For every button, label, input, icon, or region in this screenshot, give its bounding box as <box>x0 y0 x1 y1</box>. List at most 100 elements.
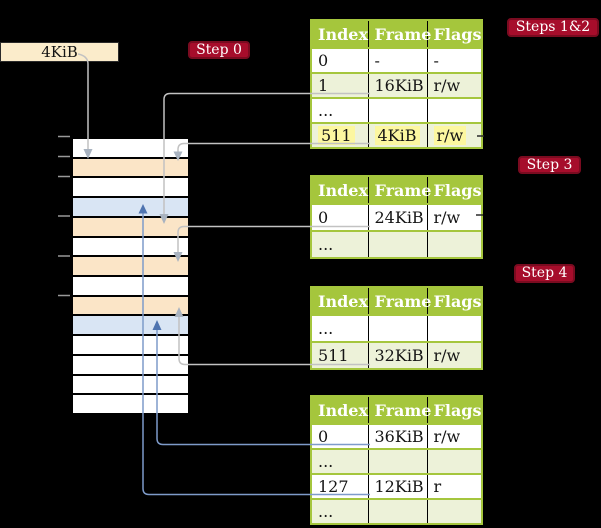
table-cell-text: r/w <box>433 346 461 365</box>
table-cell <box>426 315 482 342</box>
table-cell <box>426 231 482 258</box>
table-cell-text: ... <box>318 502 334 521</box>
table-cell-text: 32KiB <box>374 346 424 365</box>
memory-tick-marks <box>58 135 70 297</box>
table-cell: r/w <box>426 424 482 449</box>
table-cell-text: 0 <box>318 427 329 446</box>
page-table-step4: Index Frame Flags ... 511 32KiB r/w <box>310 286 483 370</box>
table-cell-text: - <box>374 51 380 70</box>
table-cell <box>426 449 482 474</box>
table-cell: 511 <box>311 342 368 369</box>
table-header-row: Index Frame Flags <box>311 287 482 315</box>
table-cell: r <box>426 474 482 499</box>
table-cell: r/w <box>426 123 482 148</box>
memory-frame-row-white <box>73 139 188 159</box>
physical-memory-column <box>71 137 190 415</box>
memory-frame-row-white <box>73 277 188 297</box>
table-cell: 511 <box>311 123 368 148</box>
table-cell: r/w <box>426 204 482 231</box>
table-cell-text: 24KiB <box>374 208 424 227</box>
memory-frame-row-white <box>73 237 188 258</box>
table-cell-text: r/w <box>433 427 461 446</box>
memory-frame-row-peach <box>73 296 188 317</box>
table-cell: 24KiB <box>367 204 427 231</box>
table-row: 0-- <box>311 48 482 73</box>
table-cell <box>426 499 482 524</box>
table-row: 511 32KiB r/w <box>311 342 482 369</box>
table-cell <box>426 98 482 123</box>
table-cell: 16KiB <box>367 73 427 98</box>
col-header-index: Index <box>311 20 368 48</box>
col-header-index: Index <box>311 396 368 424</box>
table-cell-text: ... <box>318 452 334 471</box>
table-cell: 36KiB <box>367 424 427 449</box>
table-cell-text: ... <box>318 319 334 338</box>
table-cell: 12KiB <box>367 474 427 499</box>
table-cell: - <box>367 48 427 73</box>
table-cell-text: 127 <box>318 477 349 496</box>
memory-frame-row-peach <box>73 217 188 238</box>
col-header-frame: Frame <box>367 287 431 315</box>
table-cell-text: 16KiB <box>374 76 424 95</box>
table-header-row: Index Frame Flags <box>311 20 482 48</box>
table-cell <box>367 231 427 258</box>
badge-step-0: Step 0 <box>188 41 250 59</box>
table-row: 1 16KiB r/w <box>311 73 482 98</box>
table-cell-text: 12KiB <box>374 477 424 496</box>
memory-frame-row-white <box>73 355 188 376</box>
table-cell: ... <box>311 231 368 258</box>
table-cell: 0 <box>311 424 368 449</box>
table-cell: ... <box>311 315 368 342</box>
table-cell: 1 <box>311 73 368 98</box>
col-header-frame: Frame <box>367 396 431 424</box>
table-cell: 0 <box>311 204 368 231</box>
table-cell-text: r/w <box>433 126 467 145</box>
table-cell-text: r/w <box>433 76 461 95</box>
table-cell-text: 4KiB <box>374 126 420 145</box>
badge-step-4: Step 4 <box>514 264 575 283</box>
table-cell: 32KiB <box>367 342 427 369</box>
table-cell: 127 <box>311 474 368 499</box>
table-cell: - <box>426 48 482 73</box>
table-cell <box>367 449 427 474</box>
table-row: 511 4KiB r/w <box>311 123 482 148</box>
table-cell <box>367 499 427 524</box>
table-cell: ... <box>311 449 368 474</box>
table-cell-text: ... <box>318 235 334 254</box>
table-cell: r/w <box>426 342 482 369</box>
table-cell-text: 511 <box>318 346 349 365</box>
col-header-flags: Flags <box>426 287 482 315</box>
table-cell-text: 1 <box>318 76 329 95</box>
table-cell-text: 511 <box>318 126 355 145</box>
table-cell-text: 0 <box>318 208 329 227</box>
memory-frame-row-white <box>73 178 188 199</box>
memory-frame-row-white <box>73 395 188 414</box>
table-row: 0 36KiB r/w <box>311 424 482 449</box>
table-cell: ... <box>311 499 368 524</box>
table-cell: r/w <box>426 73 482 98</box>
memory-frame-row-blue <box>73 198 188 218</box>
col-header-frame: Frame <box>367 176 431 204</box>
table-header-row: Index Frame Flags <box>311 176 482 204</box>
col-header-flags: Flags <box>426 20 482 48</box>
memory-frame-row-white <box>73 375 188 396</box>
table-cell: 4KiB <box>367 123 427 148</box>
memory-frame-row-blue <box>73 316 188 337</box>
badge-step-3: Step 3 <box>518 156 581 174</box>
table-cell <box>367 98 427 123</box>
memory-frame-row-white <box>73 336 188 356</box>
table-cell <box>367 315 427 342</box>
badge-steps-1-2: Steps 1&2 <box>507 18 599 37</box>
table-cell: ... <box>311 98 368 123</box>
memory-frame-row-peach <box>73 257 188 278</box>
col-header-index: Index <box>311 287 368 315</box>
table-row: ... <box>311 231 482 258</box>
table-header-row: Index Frame Flags <box>311 396 482 424</box>
memory-frame-row-peach <box>73 158 188 179</box>
